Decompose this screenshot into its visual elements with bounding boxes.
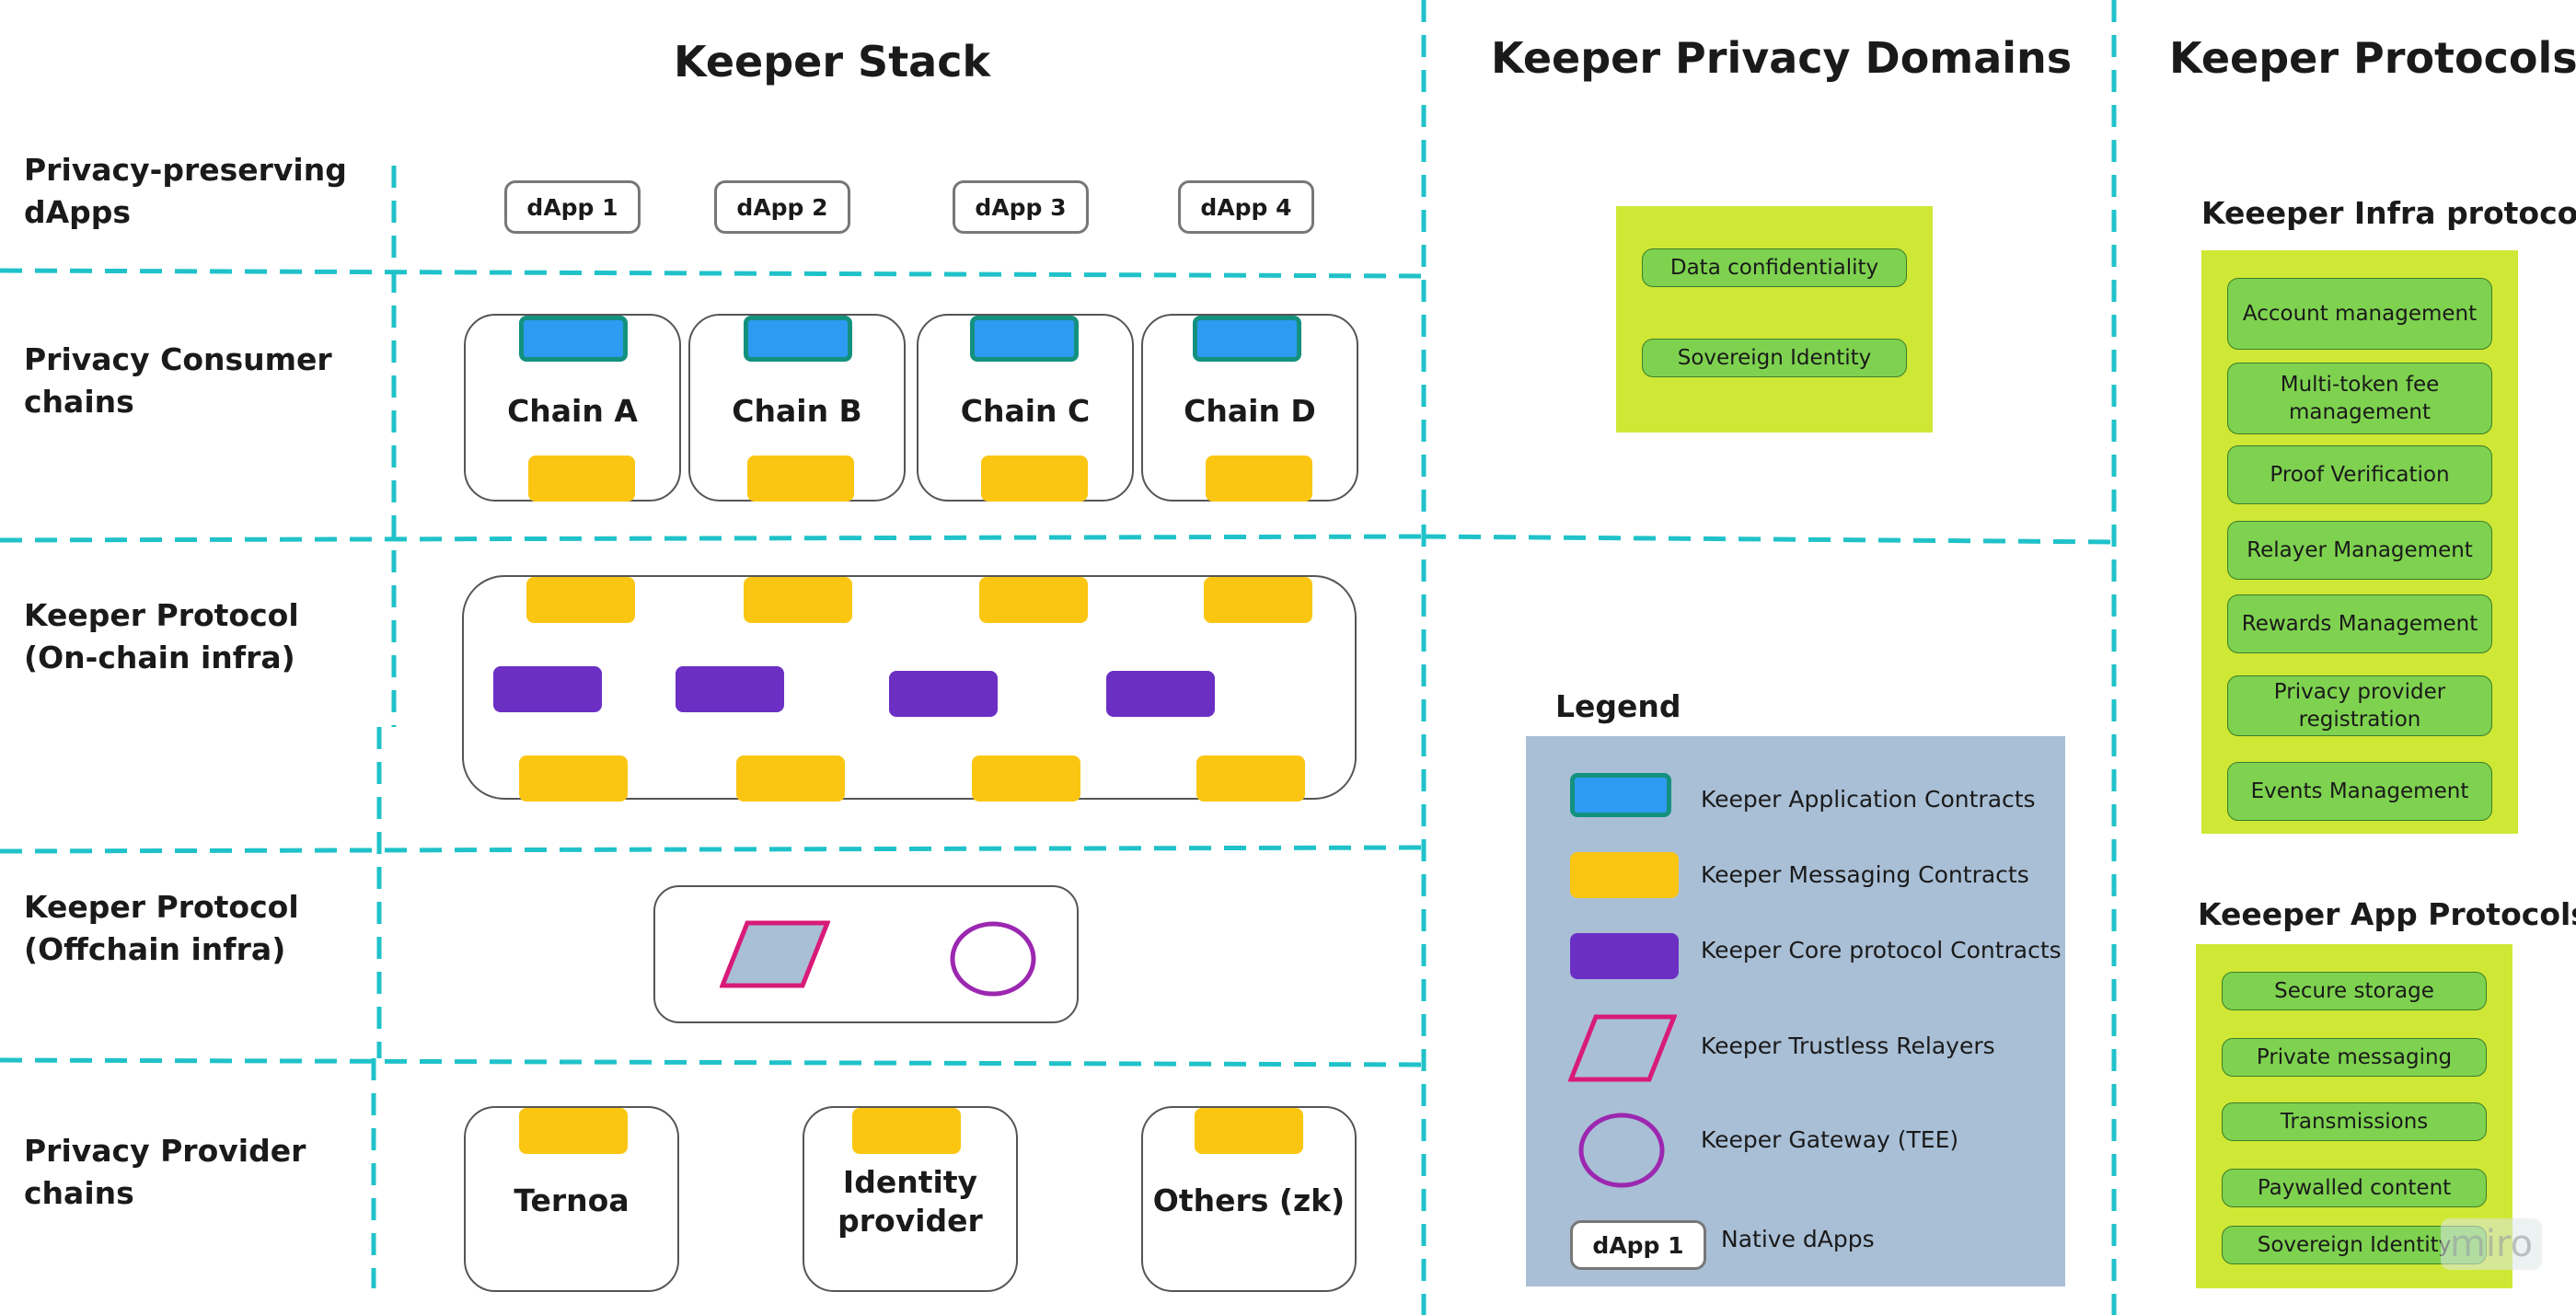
- domain-sovereign-identity[interactable]: Sovereign Identity: [1642, 339, 1907, 377]
- dapp-3-node[interactable]: dApp 3: [953, 180, 1089, 234]
- messaging-contract-block: [1195, 1108, 1303, 1154]
- messaging-contract-block: [744, 577, 852, 623]
- relayer-parallelogram-icon: [720, 920, 830, 988]
- legend-messaging-label: Keeper Messaging Contracts: [1701, 861, 2029, 888]
- dapp-1-node[interactable]: dApp 1: [504, 180, 641, 234]
- app-transmissions[interactable]: Transmissions: [2222, 1102, 2487, 1141]
- ternoa-box[interactable]: Ternoa: [464, 1106, 679, 1292]
- row-label-offchain-infra: Keeper Protocol (Offchain infra): [24, 889, 299, 967]
- app-private-messaging[interactable]: Private messaging: [2222, 1038, 2487, 1077]
- app-paywalled-content[interactable]: Paywalled content: [2222, 1169, 2487, 1207]
- infra-proof-verification[interactable]: Proof Verification: [2227, 445, 2492, 504]
- infra-privacy-provider-registration[interactable]: Privacy provider registration: [2227, 675, 2492, 736]
- chain-c-label: Chain C: [960, 393, 1091, 429]
- infra-multi-token-fee[interactable]: Multi-token fee management: [2227, 363, 2492, 434]
- others-zk-box[interactable]: Others (zk): [1141, 1106, 1357, 1292]
- gateway-circle-icon: [950, 921, 1036, 997]
- messaging-contract-block: [526, 577, 635, 623]
- messaging-contract-block: [979, 577, 1088, 623]
- application-contract-block: [1193, 316, 1301, 362]
- core-contract-block: [1106, 671, 1215, 717]
- row-label-onchain-infra: Keeper Protocol (On-chain infra): [24, 597, 299, 675]
- infra-events-management[interactable]: Events Management: [2227, 762, 2492, 821]
- messaging-contract-block: [747, 456, 854, 502]
- app-secure-storage[interactable]: Secure storage: [2222, 972, 2487, 1010]
- core-contract-block: [676, 666, 784, 712]
- legend-application-label: Keeper Application Contracts: [1701, 786, 2036, 813]
- legend-relayer-swatch-icon: [1568, 1014, 1677, 1082]
- application-contract-block: [970, 316, 1079, 362]
- identity-provider-box[interactable]: Identity provider: [803, 1106, 1018, 1292]
- chain-d-box[interactable]: Chain D: [1141, 314, 1358, 502]
- messaging-contract-block: [528, 456, 635, 502]
- legend-core-label: Keeper Core protocol Contracts: [1701, 937, 2062, 963]
- chain-d-label: Chain D: [1184, 393, 1316, 429]
- legend-messaging-swatch: [1570, 852, 1679, 898]
- row-label-provider-chains: Privacy Provider chains: [24, 1133, 306, 1211]
- chain-a-box[interactable]: Chain A: [464, 314, 681, 502]
- infra-relayer-management[interactable]: Relayer Management: [2227, 521, 2492, 580]
- row-label-dapps: Privacy-preserving dApps: [24, 152, 347, 230]
- dapp-4-node[interactable]: dApp 4: [1178, 180, 1314, 234]
- onchain-infra-box[interactable]: [462, 575, 1357, 802]
- dapp-2-node[interactable]: dApp 2: [714, 180, 850, 234]
- messaging-contract-block: [852, 1108, 961, 1154]
- row-label-consumer-chains: Privacy Consumer chains: [24, 341, 332, 420]
- ternoa-label: Ternoa: [514, 1182, 630, 1218]
- legend-dapp-swatch: dApp 1: [1570, 1220, 1706, 1270]
- keeper-stack-title: Keeper Stack: [674, 37, 991, 87]
- chain-c-box[interactable]: Chain C: [917, 314, 1134, 502]
- chain-b-box[interactable]: Chain B: [688, 314, 906, 502]
- domain-data-confidentiality[interactable]: Data confidentiality: [1642, 248, 1907, 287]
- messaging-contract-block: [519, 1108, 628, 1154]
- app-protocols-panel: Secure storage Private messaging Transmi…: [2196, 944, 2512, 1288]
- messaging-contract-block: [1204, 577, 1312, 623]
- application-contract-block: [744, 316, 852, 362]
- chain-a-label: Chain A: [507, 393, 638, 429]
- legend-panel: Keeper Application Contracts Keeper Mess…: [1526, 736, 2065, 1286]
- core-contract-block: [493, 666, 602, 712]
- legend-application-swatch: [1570, 773, 1671, 817]
- keeper-protocols-title: Keeper Protocols: [2169, 33, 2576, 83]
- legend-title: Legend: [1555, 688, 1681, 724]
- infra-account-management[interactable]: Account management: [2227, 278, 2492, 350]
- legend-gateway-swatch-icon: [1578, 1113, 1665, 1188]
- legend-gateway-label: Keeper Gateway (TEE): [1701, 1126, 1959, 1153]
- messaging-contract-block: [981, 456, 1088, 502]
- messaging-contract-block: [1196, 756, 1305, 802]
- messaging-contract-block: [736, 756, 845, 802]
- infra-rewards-management[interactable]: Rewards Management: [2227, 594, 2492, 653]
- app-protocols-title: Keeeper App Protocols: [2198, 896, 2576, 932]
- keeper-privacy-domains-title: Keeper Privacy Domains: [1491, 33, 2073, 83]
- privacy-domains-panel: Data confidentiality Sovereign Identity: [1616, 206, 1933, 433]
- infra-protocols-panel: Account management Multi-token fee manag…: [2201, 250, 2518, 834]
- messaging-contract-block: [519, 756, 628, 802]
- legend-core-swatch: [1570, 933, 1679, 979]
- miro-watermark: miro: [2441, 1218, 2542, 1270]
- chain-b-label: Chain B: [732, 393, 862, 429]
- offchain-infra-box[interactable]: [653, 885, 1079, 1023]
- messaging-contract-block: [972, 756, 1080, 802]
- core-contract-block: [889, 671, 998, 717]
- legend-relayer-label: Keeper Trustless Relayers: [1701, 1032, 1995, 1059]
- messaging-contract-block: [1206, 456, 1312, 502]
- legend-native-dapps-label: Native dApps: [1721, 1226, 1875, 1252]
- identity-provider-label: Identity provider: [837, 1164, 983, 1239]
- infra-protocols-title: Keeeper Infra protocols: [2201, 195, 2576, 231]
- others-zk-label: Others (zk): [1152, 1182, 1346, 1218]
- application-contract-block: [519, 316, 628, 362]
